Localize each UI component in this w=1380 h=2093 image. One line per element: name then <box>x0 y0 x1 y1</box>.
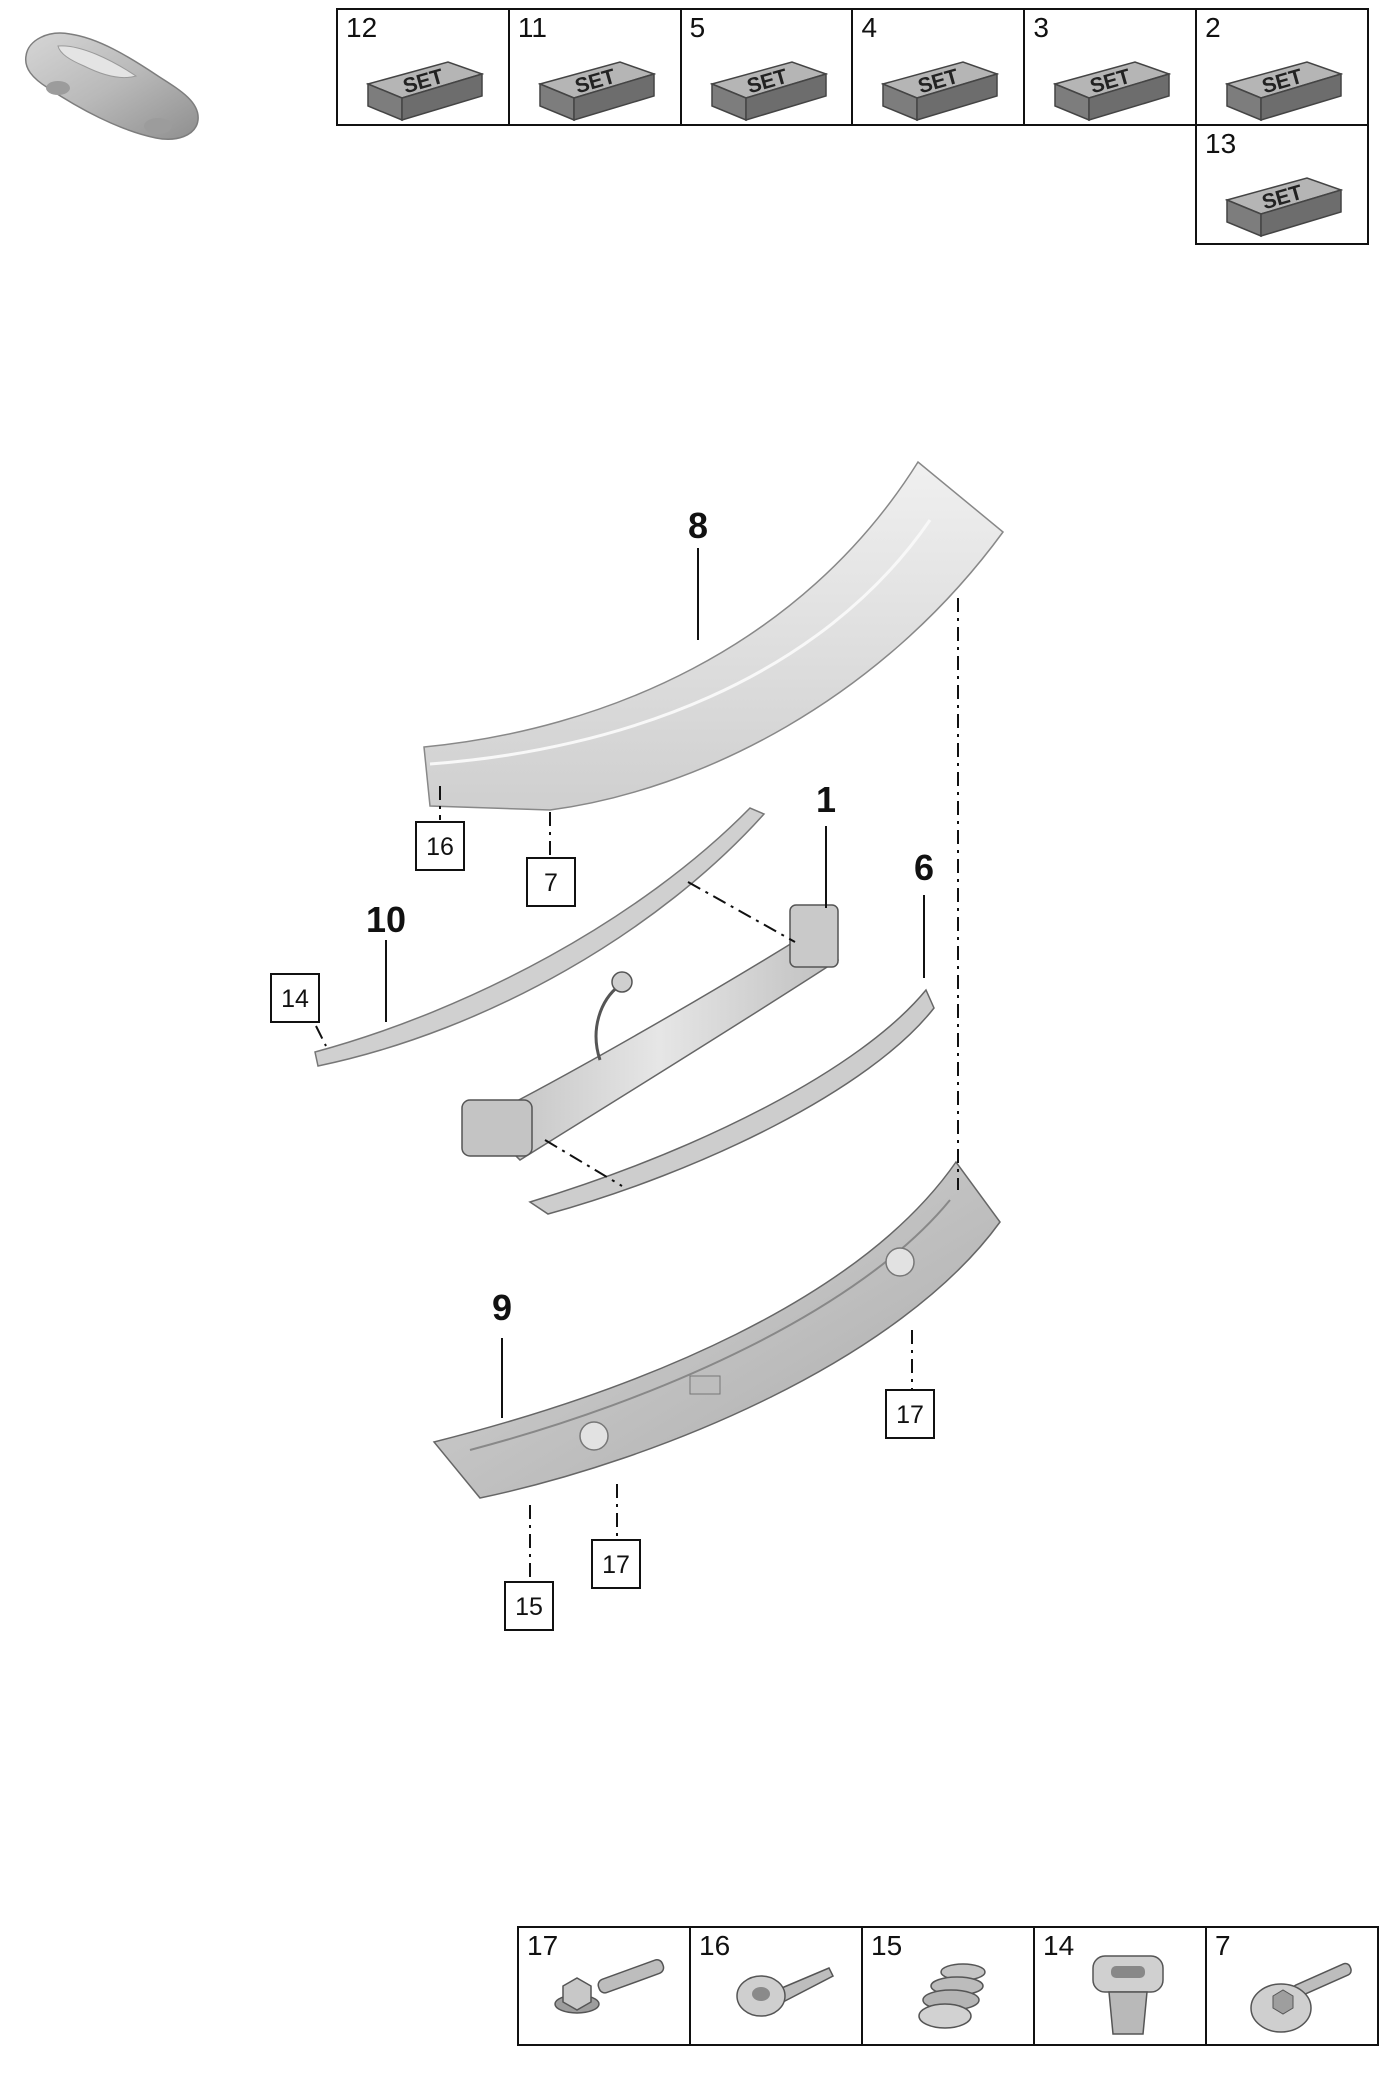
callout-1: 1 <box>816 779 836 820</box>
rear-spoiler[interactable] <box>423 460 1005 811</box>
set-number: 4 <box>861 12 878 43</box>
set-table: 12 SET 11 SET 5 SET 4 SET <box>336 8 1369 126</box>
set-number: 12 <box>346 12 378 43</box>
hardware-cell[interactable]: 17 <box>519 1928 691 2044</box>
callout-6: 6 <box>914 847 934 888</box>
set-block-icon: SET <box>1225 177 1343 238</box>
spring-clip-icon <box>918 1963 986 2029</box>
set-cell[interactable]: 4 SET <box>853 10 1026 124</box>
set-cell[interactable]: 3 SET <box>1025 10 1198 124</box>
ref-box-label: 14 <box>281 985 309 1013</box>
snap-nut-icon <box>1092 1955 1164 2035</box>
set-number: 11 <box>517 12 547 43</box>
alignment-line <box>315 1025 327 1047</box>
car-thumbnail-icon <box>24 32 199 140</box>
cover-strip[interactable] <box>314 807 766 1067</box>
ref-box-17[interactable]: 17 <box>885 1389 935 1439</box>
set-block-icon: SET <box>1225 61 1344 122</box>
hardware-cell[interactable]: 16 <box>691 1928 863 2044</box>
set-cell[interactable]: 12 SET <box>338 10 510 124</box>
set-number: 13 <box>1205 128 1237 159</box>
set-block-icon: SET <box>709 61 828 122</box>
washer-bolt-icon <box>1250 1962 1352 2033</box>
set-cell[interactable]: 5 SET <box>682 10 854 124</box>
ref-box-16[interactable]: 16 <box>415 821 465 871</box>
ref-box-14[interactable]: 14 <box>270 973 320 1023</box>
hardware-number: 17 <box>527 1930 559 1961</box>
hardware-number: 7 <box>1215 1930 1231 1961</box>
alignment-lines <box>315 598 959 1580</box>
hardware-number: 16 <box>699 1930 731 1961</box>
ref-box-label: 15 <box>515 1593 543 1621</box>
ref-box-7[interactable]: 7 <box>526 857 576 907</box>
ref-box-15[interactable]: 15 <box>504 1581 554 1631</box>
hardware-number: 15 <box>871 1930 903 1961</box>
hardware-cell[interactable]: 7 <box>1207 1928 1377 2044</box>
ref-box-label: 7 <box>544 869 558 897</box>
ref-box-label: 16 <box>426 833 454 861</box>
seal-strip[interactable] <box>528 988 935 1215</box>
ref-box-label: 17 <box>896 1401 924 1429</box>
set-block-icon: SET <box>537 61 656 122</box>
set-number: 3 <box>1033 12 1049 43</box>
hardware-table: 17 16 15 14 7 <box>517 1926 1379 2046</box>
set-cell[interactable]: 13 SET <box>1195 124 1369 245</box>
set-number: 5 <box>689 12 706 43</box>
callout-8: 8 <box>688 505 708 546</box>
hardware-number: 14 <box>1043 1930 1075 1961</box>
hex-bolt-icon <box>554 1959 665 2014</box>
set-block-icon: SET <box>366 61 484 122</box>
torx-screw-icon <box>736 1967 835 2017</box>
set-cell[interactable]: 11 SET <box>510 10 682 124</box>
hardware-cell[interactable]: 14 <box>1035 1928 1207 2044</box>
set-block-icon: SET <box>881 61 1000 122</box>
callout-9: 9 <box>492 1287 512 1328</box>
alignment-line <box>687 881 796 943</box>
ref-box-label: 17 <box>602 1551 630 1579</box>
callout-10: 10 <box>366 899 406 940</box>
ref-box-17[interactable]: 17 <box>591 1539 641 1589</box>
set-number: 2 <box>1205 12 1221 43</box>
hardware-cell[interactable]: 15 <box>863 1928 1035 2044</box>
spoiler-actuator[interactable] <box>461 904 840 1161</box>
spoiler-frame[interactable] <box>432 1160 1001 1499</box>
set-block-icon: SET <box>1053 61 1172 122</box>
set-cell[interactable]: 2 SET <box>1197 10 1367 124</box>
